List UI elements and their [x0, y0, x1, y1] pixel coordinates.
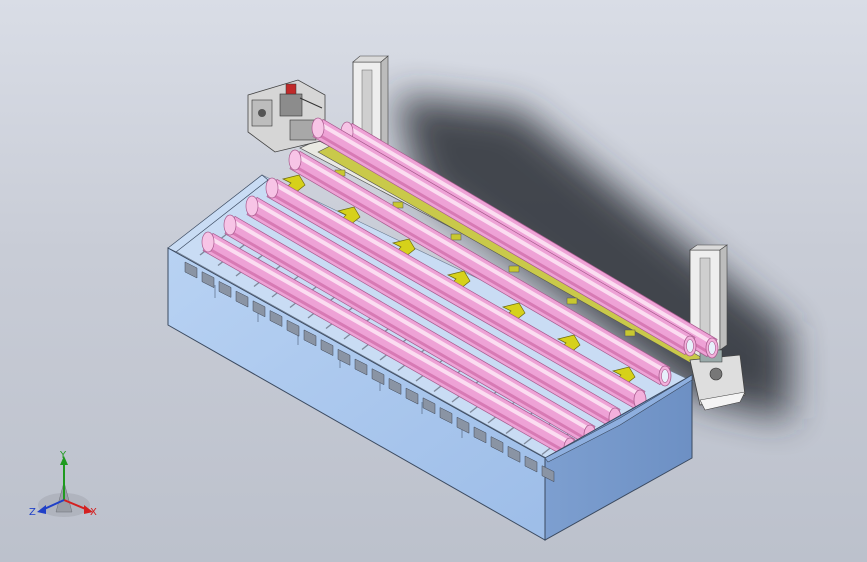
bin-divider — [388, 377, 402, 395]
tube-bore — [686, 339, 694, 353]
pipe-tube — [201, 231, 577, 459]
tube-end-back — [288, 149, 302, 171]
rail-bracket — [392, 201, 404, 209]
bin-divider — [524, 455, 538, 473]
tube-shade — [248, 209, 613, 425]
tube-shade — [226, 228, 588, 442]
tube-shade — [204, 245, 569, 455]
pipe-tube — [245, 195, 622, 429]
bin-divider — [354, 358, 368, 376]
bin-divider — [286, 319, 300, 337]
bin-divider — [201, 271, 215, 289]
rail-bracket — [508, 265, 520, 273]
bin-divider — [371, 368, 385, 386]
bin-divider — [490, 436, 504, 454]
bin-divider — [235, 290, 249, 308]
tube-highlight — [230, 219, 595, 434]
tube-bore — [708, 341, 716, 355]
bin-divider — [320, 339, 334, 357]
pipe-tube — [288, 149, 672, 387]
tube-shade — [291, 163, 663, 383]
bin-divider — [269, 310, 283, 327]
tube-end-back — [223, 214, 237, 236]
z-axis-label: Z — [29, 507, 36, 518]
bin-divider — [422, 397, 436, 415]
y-axis-label: Y — [59, 450, 67, 461]
tube-highlight — [252, 200, 620, 417]
tube-end-back — [265, 177, 279, 199]
bin-dividers — [184, 261, 555, 483]
pipe-tube — [223, 214, 597, 446]
v-block-supports — [281, 169, 636, 386]
tube-highlight — [295, 154, 670, 375]
x-axis-label: X — [90, 507, 97, 518]
tube-highlight — [208, 236, 575, 447]
bin-divider — [473, 426, 487, 444]
bin-divider — [252, 300, 266, 318]
rail-bracket — [624, 329, 636, 337]
bin-divider — [337, 348, 351, 366]
bin-divider — [405, 387, 419, 405]
tube-end-back — [311, 117, 325, 139]
pipe-tubes — [201, 117, 719, 459]
tube-highlight — [272, 182, 645, 399]
collection-bin — [167, 174, 693, 541]
bin-divider — [541, 465, 555, 483]
bin-divider — [507, 445, 521, 463]
tube-bore — [661, 369, 669, 383]
bin-divider — [456, 416, 470, 434]
tube-shade — [314, 131, 688, 353]
bin-divider — [303, 329, 317, 347]
pipe-tube — [311, 117, 697, 357]
bin-divider — [439, 407, 453, 424]
rail-bracket — [450, 233, 462, 241]
tube-highlight — [318, 122, 695, 345]
bin-divider — [184, 261, 198, 279]
bin-divider — [218, 280, 232, 298]
tube-highlight — [347, 126, 717, 347]
pipe-tube — [265, 177, 647, 411]
tube-end-back — [201, 231, 215, 253]
rail-bracket — [566, 297, 578, 305]
tube-shade — [268, 191, 639, 407]
coordinate-triad: Y X Z — [29, 450, 97, 518]
tube-end-back — [245, 195, 259, 217]
